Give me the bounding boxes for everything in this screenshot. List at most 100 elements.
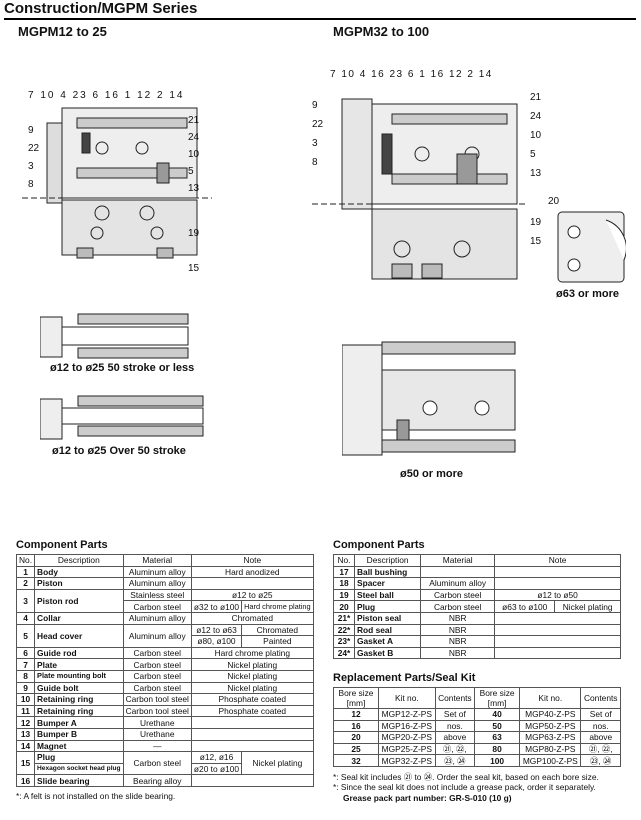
- table-row: 2 Piston Aluminum alloy: [15, 577, 314, 590]
- caption-63-or-more: ø63 or more: [556, 288, 619, 300]
- callout: 2: [157, 90, 165, 101]
- callout: 3: [28, 161, 34, 172]
- callout: 8: [28, 179, 34, 190]
- table-row: Hexagon socket head plug ø20 to ø100: [17, 762, 314, 776]
- table-row: 8 Plate mounting bolt Carbon steel Nicke…: [15, 669, 314, 683]
- table-row: 16 MGP16-Z-PS nos. 50 MGP50-Z-PS nos.: [333, 719, 621, 733]
- callout: 15: [530, 236, 542, 247]
- left-footnote: *: A felt is not installed on the slide …: [16, 791, 176, 801]
- callout: 1: [419, 69, 427, 80]
- left-component-table: No. Description Material Note 1 Body Alu…: [15, 554, 314, 787]
- left-small-drawing-1: [40, 313, 189, 359]
- table-row: 22* Rod seal NBR: [333, 623, 621, 637]
- callout: 10: [341, 69, 356, 80]
- table-row: 3 Piston rod Stainless steel ø12 to ø25: [15, 588, 314, 613]
- table-row: Carbon steel ø32 to ø100 Hard chrome pla…: [17, 600, 314, 613]
- callout: 22: [312, 119, 324, 130]
- table-row: 20 MGP20-Z-PS above 63 MGP63-Z-PS above: [333, 731, 621, 744]
- table-row: 12 Bumper A Urethane: [15, 716, 314, 729]
- table-row: 24* Gasket B NBR: [333, 646, 621, 660]
- callout: 12: [449, 69, 464, 80]
- left-side-right-callouts: 21 24 10 5 13 19 15: [188, 112, 199, 277]
- seal-kit-note-1: *: Seal kit includes ㉑ to ㉔. Order the s…: [333, 772, 599, 782]
- callout: 9: [312, 100, 318, 111]
- table-row: 21* Piston seal NBR: [333, 611, 621, 625]
- callout: 10: [40, 90, 56, 101]
- table-row: 17 Ball bushing: [333, 565, 621, 579]
- callout: 23: [389, 69, 404, 80]
- callout: 1: [124, 90, 133, 101]
- callout: 13: [530, 168, 542, 179]
- table-row: 1 Body Aluminum alloy Hard anodized: [15, 565, 314, 579]
- right-component-table: No. Description Material Note 17 Ball bu…: [333, 554, 621, 660]
- callout: 15: [188, 263, 200, 274]
- table-row: 16 Slide bearing Bearing alloy: [15, 774, 314, 787]
- callout: 12: [137, 90, 153, 101]
- callout: 16: [430, 69, 445, 80]
- table-row: 13 Bumper B Urethane: [15, 727, 314, 741]
- right-top-callouts: 7 10 4 16 23 6 1 16 12 2 14: [330, 69, 493, 80]
- table-row: 10 Retaining ring Carbon tool steel Phos…: [15, 693, 314, 706]
- table-row: 15 Plug Carbon steel ø12, ø16 Nickel pla…: [15, 751, 314, 776]
- left-cross-section-drawing: [22, 107, 212, 259]
- callout: 16: [104, 90, 120, 101]
- callout: 7: [28, 90, 36, 101]
- table-row: 18 Spacer Aluminum alloy: [333, 577, 621, 590]
- right-table-heading: Component Parts: [333, 539, 425, 551]
- seal-kit-heading: Replacement Parts/Seal Kit: [333, 672, 476, 684]
- table-row: 25 MGP25-Z-PS ㉑, ㉒, 80 MGP80-Z-PS ㉑, ㉒,: [333, 742, 621, 756]
- title-rule: [4, 18, 636, 20]
- left-side-callouts: 9 22 3 8: [28, 122, 39, 194]
- left-subtitle: MGPM12 to 25: [18, 24, 107, 39]
- right-cross-section-drawing: [312, 98, 527, 280]
- right-side-right-callouts: 21 24 10 5 13 19 15: [530, 88, 541, 251]
- callout: 5: [530, 149, 536, 160]
- col-material: Material: [122, 554, 192, 567]
- table-row: 12 MGP12-Z-PS Set of 40 MGP40-Z-PS Set o…: [333, 708, 621, 721]
- callout: 7: [330, 69, 338, 80]
- callout: 10: [530, 130, 542, 141]
- table-row: ø80, ø100 Painted: [17, 635, 314, 648]
- grease-pack-note: Grease pack part number: GR-S-010 (10 g): [343, 793, 512, 803]
- col-desc: Description: [34, 554, 124, 567]
- table-row: 9 Guide bolt Carbon steel Nickel plating: [15, 681, 314, 695]
- callout: 8: [312, 157, 318, 168]
- callout: 24: [530, 111, 542, 122]
- callout: 19: [530, 217, 542, 228]
- callout: 22: [28, 143, 40, 154]
- callout: 14: [169, 90, 185, 101]
- table-row: 11 Retaining ring Carbon tool steel Phos…: [15, 704, 314, 718]
- table-row: 14 Magnet —: [15, 739, 314, 753]
- table-row: 19 Steel ball Carbon steel ø12 to ø50: [333, 588, 621, 602]
- caption-50-or-less: ø12 to ø25 50 stroke or less: [50, 362, 195, 374]
- caption-over-50: ø12 to ø25 Over 50 stroke: [52, 445, 186, 457]
- left-table-heading: Component Parts: [16, 539, 108, 551]
- table-row: 7 Plate Carbon steel Nickel plating: [15, 658, 314, 671]
- page-title: Construction/MGPM Series: [4, 0, 198, 17]
- detail-50-drawing: [342, 341, 516, 456]
- callout: 19: [188, 228, 200, 239]
- callout: 9: [28, 125, 34, 136]
- callout: 6: [407, 69, 415, 80]
- callout: 10: [188, 149, 200, 160]
- callout: 6: [92, 90, 101, 101]
- table-row: 32 MGP32-Z-PS ㉓, ㉔ 100 MGP100-Z-PS ㉓, ㉔: [333, 754, 621, 767]
- table-row: 20 Plug Carbon steel ø63 to ø100 Nickel …: [333, 600, 621, 613]
- callout: 21: [188, 115, 200, 126]
- right-subtitle: MGPM32 to 100: [333, 24, 430, 39]
- seal-kit-table: Bore size [mm] Kit no. Contents Bore siz…: [333, 687, 621, 767]
- callout: 3: [312, 138, 318, 149]
- col-note: Note: [190, 554, 314, 567]
- callout: 4: [359, 69, 367, 80]
- left-top-callouts: 7 10 4 23 6 16 1 12 2 14: [28, 90, 184, 101]
- callout: 24: [188, 132, 200, 143]
- detail-callout: 20: [548, 196, 560, 207]
- callout: 21: [530, 92, 542, 103]
- callout: 23: [72, 90, 88, 101]
- caption-50-or-more: ø50 or more: [400, 468, 463, 480]
- detail-63-drawing: [557, 211, 626, 283]
- callout: 2: [467, 69, 475, 80]
- seal-kit-note-2: *: Since the seal kit does not include a…: [333, 782, 596, 792]
- table-row: 4 Collar Aluminum alloy Chromated: [15, 611, 314, 625]
- callout: 5: [188, 166, 194, 177]
